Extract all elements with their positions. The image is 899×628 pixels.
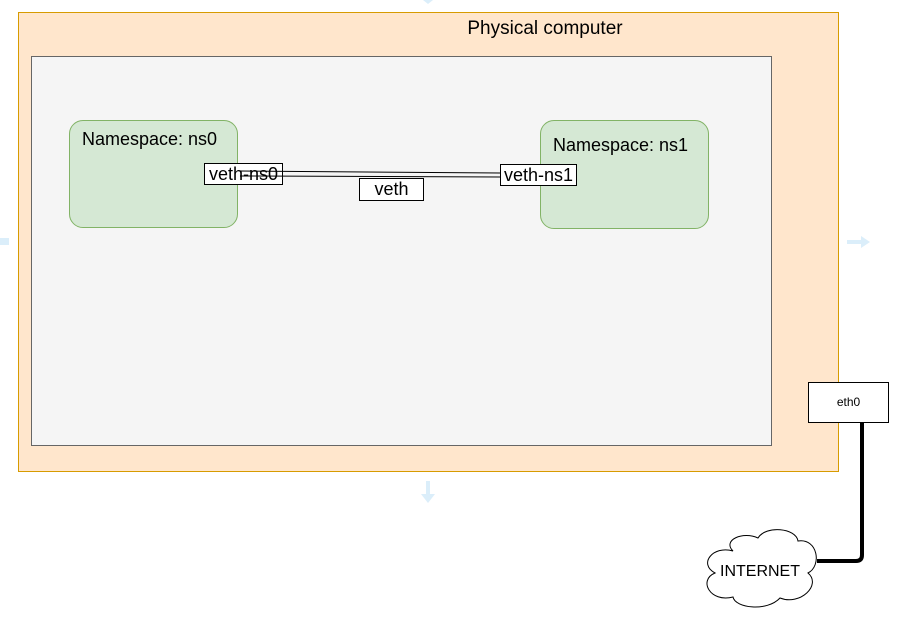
eth0-interface: eth0 (808, 382, 889, 423)
veth-ns1-port: veth-ns1 (500, 164, 577, 186)
arrow-down-icon (421, 481, 435, 503)
eth0-internet-link (817, 423, 864, 563)
veth-link-line (239, 170, 501, 174)
namespace-ns1-label: Namespace: ns1 (553, 135, 689, 155)
veth-link-line-2 (239, 175, 501, 178)
veth-link-label: veth (359, 178, 424, 201)
arrow-up-icon (423, 0, 433, 4)
arrow-left-icon (0, 238, 9, 245)
namespace-ns0-label: Namespace: ns0 (82, 129, 218, 149)
arrow-right-icon (847, 236, 870, 248)
veth-ns0-port: veth-ns0 (204, 163, 283, 185)
physical-computer-title: Physical computer (467, 18, 623, 39)
internet-label: INTERNET (720, 563, 800, 580)
cloud-icon (706, 529, 817, 608)
